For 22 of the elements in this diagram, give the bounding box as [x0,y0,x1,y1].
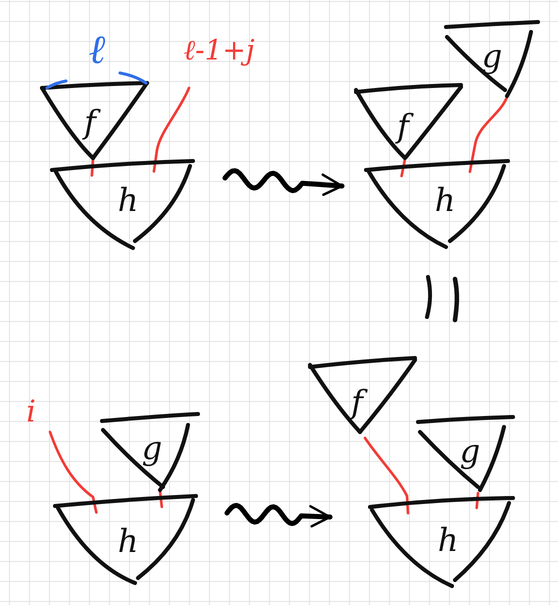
connector-line [90,158,94,177]
function-label: h [116,180,140,220]
function-label: g [140,428,164,468]
connector-line [364,436,410,514]
connector-line [48,430,98,514]
connector-line [152,86,190,173]
function-label: f [390,106,416,146]
squiggly-arrow [224,502,332,528]
connector-line [468,96,508,173]
squiggly-arrow [222,168,344,196]
connector-line [158,490,164,508]
connector-line [400,158,406,178]
function-label: g [458,431,482,471]
bracket-label: ℓ [88,26,106,75]
connector-line [475,492,480,510]
function-label: h [116,521,140,561]
function-label: f [77,102,103,142]
function-label: f [344,382,370,422]
edge-label: ℓ-1+j [182,32,256,68]
function-label: h [434,180,456,220]
edge-label: i [25,393,37,431]
function-label: h [436,520,460,560]
